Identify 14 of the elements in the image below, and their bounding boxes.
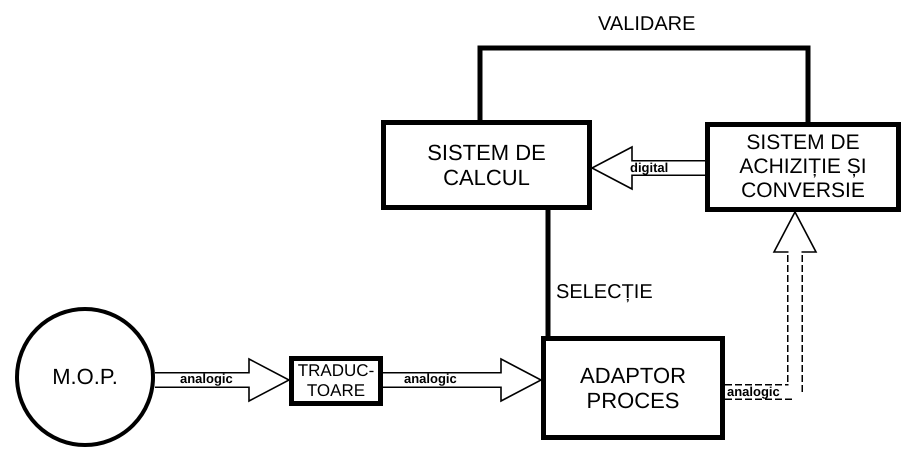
edge-label: analogic bbox=[180, 372, 233, 385]
process-box bbox=[705, 122, 901, 212]
edge-label: SELECȚIE bbox=[556, 282, 653, 302]
edge-label: analogic bbox=[404, 372, 457, 385]
process-box bbox=[541, 336, 725, 440]
node-text: ADAPTOR PROCES bbox=[579, 362, 687, 414]
edge-label: analogic bbox=[727, 385, 780, 398]
process-box bbox=[381, 120, 592, 210]
node-text: SISTEM DE ACHIZIȚIE ȘI CONVERSIE bbox=[738, 130, 868, 204]
node-text: M.O.P. bbox=[52, 364, 118, 390]
process-box bbox=[289, 356, 383, 406]
node-text: TRADUC- TOARE bbox=[296, 361, 376, 401]
edge-label: digital bbox=[630, 161, 668, 174]
node-text: SISTEM DE CALCUL bbox=[426, 140, 546, 190]
